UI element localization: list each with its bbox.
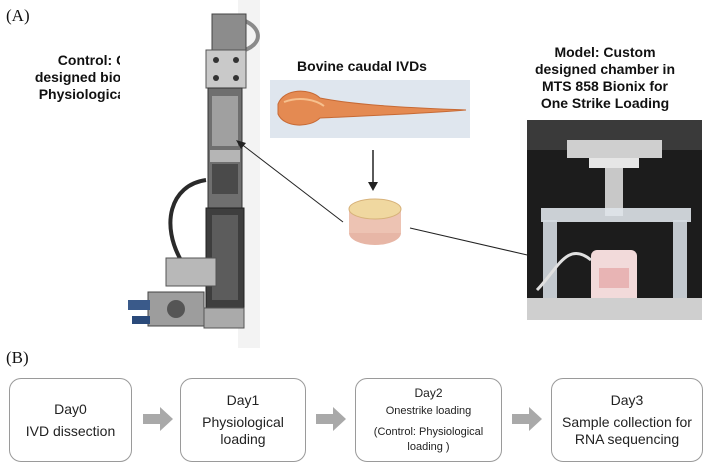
arrowhead-bioreactor-icon [236, 140, 246, 149]
day3-desc-line-2: RNA sequencing [574, 431, 680, 447]
day2-title: Day2 [414, 385, 443, 400]
day0-desc: IVD dissection [25, 422, 116, 439]
right-arrow-icon [143, 407, 173, 431]
arrow-to-bioreactor [239, 142, 344, 223]
day2-note-line-2: loading ) [407, 440, 450, 453]
ivd-disc-photo [348, 198, 402, 245]
model-caption: Model: Custom designed chamber in MTS 85… [510, 44, 700, 112]
day2-note-line-1: (Control: Physiological [373, 425, 484, 438]
panel-label-a: (A) [6, 6, 30, 25]
model-caption-line-4: One Strike Loading [540, 95, 670, 111]
bovine-tail-photo [270, 80, 470, 138]
day1-desc-line-2: loading [220, 431, 266, 447]
timeline-step-day0: Day0 IVD dissection [9, 378, 132, 462]
model-caption-line-3: MTS 858 Bionix for [541, 78, 669, 94]
bioreactor-photo [120, 0, 260, 348]
model-caption-line-1: Model: Custom [554, 44, 656, 60]
day1-title: Day1 [226, 392, 260, 408]
panel-label-b: (B) [6, 348, 29, 367]
day2-desc: Onestrike loading [385, 404, 472, 417]
right-arrow-icon [512, 407, 542, 431]
day3-desc-line-1: Sample collection for [562, 414, 692, 430]
timeline-step-day1: Day1 Physiological loading [180, 378, 306, 462]
model-caption-line-2: designed chamber in [534, 61, 676, 77]
timeline-step-day2: Day2 Onestrike loading (Control: Physiol… [355, 378, 502, 462]
right-arrow-icon [316, 407, 346, 431]
day0-title: Day0 [54, 400, 87, 417]
ivd-caption: Bovine caudal IVDs [297, 58, 427, 74]
mts-chamber-photo [527, 120, 702, 320]
down-arrow-icon [368, 150, 378, 191]
day3-title: Day3 [610, 392, 644, 408]
timeline-step-day3: Day3 Sample collection for RNA sequencin… [551, 378, 703, 462]
day1-desc-line-1: Physiological [202, 414, 284, 430]
